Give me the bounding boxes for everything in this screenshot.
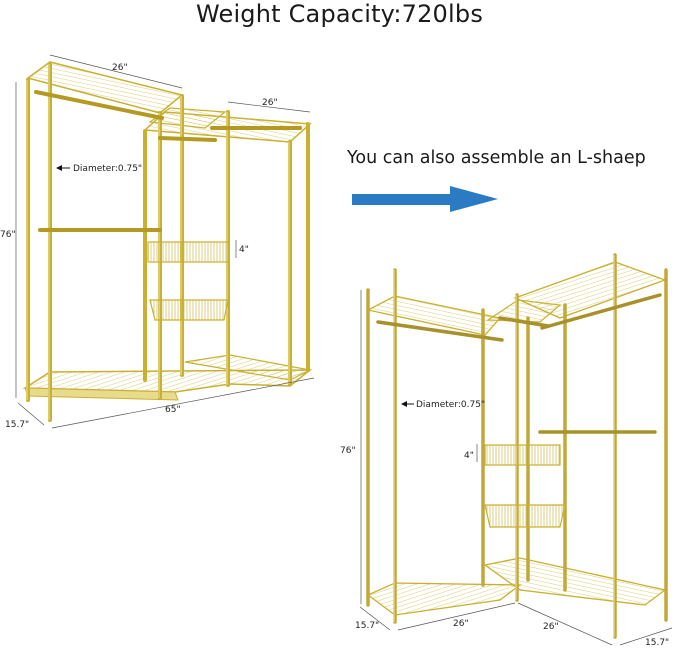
right-arrow-icon xyxy=(352,186,498,212)
left-diameter-label: Diameter:0.75" xyxy=(73,164,142,174)
left-depth-label: 15.7" xyxy=(5,420,29,430)
right-l-shaped-rack: 76" Diameter:0.75" 4" 26" 26" 15.7" 15.7… xyxy=(340,253,673,648)
right-height-label: 76" xyxy=(340,446,356,456)
left-height-label: 76" xyxy=(0,230,16,240)
right-right-width-label: 26" xyxy=(543,622,559,632)
l-shape-caption: You can also assemble an L-shaep xyxy=(347,148,646,168)
right-left-width-label: 26" xyxy=(453,619,469,629)
left-top-width-label: 26" xyxy=(112,63,128,73)
left-total-width-label: 65" xyxy=(165,405,181,415)
left-basket-gap-label: 4" xyxy=(239,245,249,255)
right-diameter-label: Diameter:0.75" xyxy=(416,400,485,410)
right-left-depth-label: 15.7" xyxy=(355,621,379,631)
left-right-top-width-label: 26" xyxy=(262,98,278,108)
weight-capacity-title: Weight Capacity:720lbs xyxy=(195,0,484,28)
left-rack: 26" 26" 76" Diameter:0.75" 4" 65" 15.7" xyxy=(0,54,315,430)
right-basket-gap-label: 4" xyxy=(464,451,474,461)
right-right-depth-label: 15.7" xyxy=(645,638,669,648)
